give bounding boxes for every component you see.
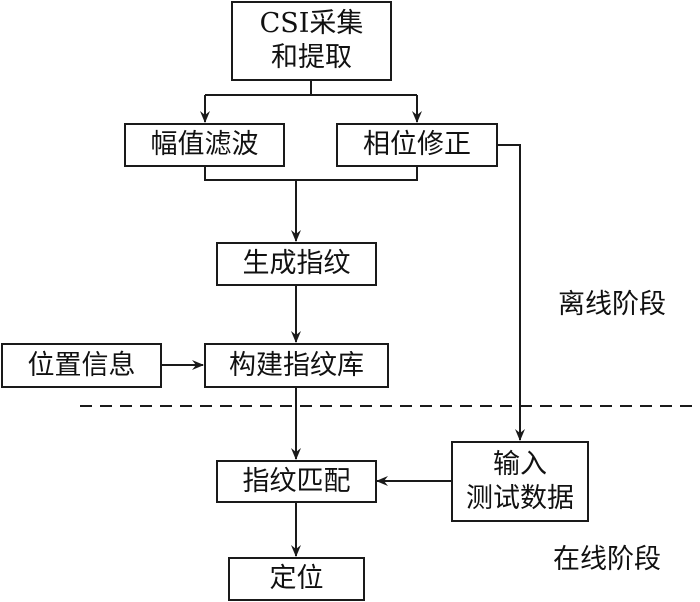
- node-input-test-data: 输入 测试数据: [451, 441, 589, 522]
- node-build-label: 构建指纹库: [229, 349, 364, 381]
- edge-amplitude-merge: [204, 166, 418, 181]
- node-csi-line1: CSI采集: [259, 8, 364, 39]
- node-csi-collect: CSI采集 和提取: [231, 1, 392, 81]
- node-input-line1: 输入: [493, 448, 547, 480]
- offline-phase-label: 离线阶段: [558, 289, 666, 320]
- node-generate-fingerprint: 生成指纹: [216, 242, 377, 286]
- node-location-label: 位置信息: [27, 349, 136, 381]
- node-phase-label: 相位修正: [363, 129, 471, 160]
- node-locate: 定位: [228, 557, 365, 601]
- node-build-fingerprint-db: 构建指纹库: [204, 343, 389, 388]
- edge-phase-to-input: [497, 144, 525, 441]
- node-fingerprint-match: 指纹匹配: [216, 460, 377, 503]
- node-generate-label: 生成指纹: [242, 248, 351, 279]
- node-location-info: 位置信息: [1, 343, 162, 388]
- node-locate-label: 定位: [269, 563, 324, 594]
- node-csi-line2: 和提取: [271, 42, 352, 73]
- node-match-label: 指纹匹配: [242, 465, 351, 497]
- node-amplitude-label: 幅值滤波: [150, 129, 259, 160]
- node-amplitude-filter: 幅值滤波: [124, 123, 285, 167]
- node-input-line2: 测试数据: [466, 482, 574, 514]
- online-phase-label: 在线阶段: [553, 544, 661, 575]
- node-phase-correction: 相位修正: [336, 123, 498, 167]
